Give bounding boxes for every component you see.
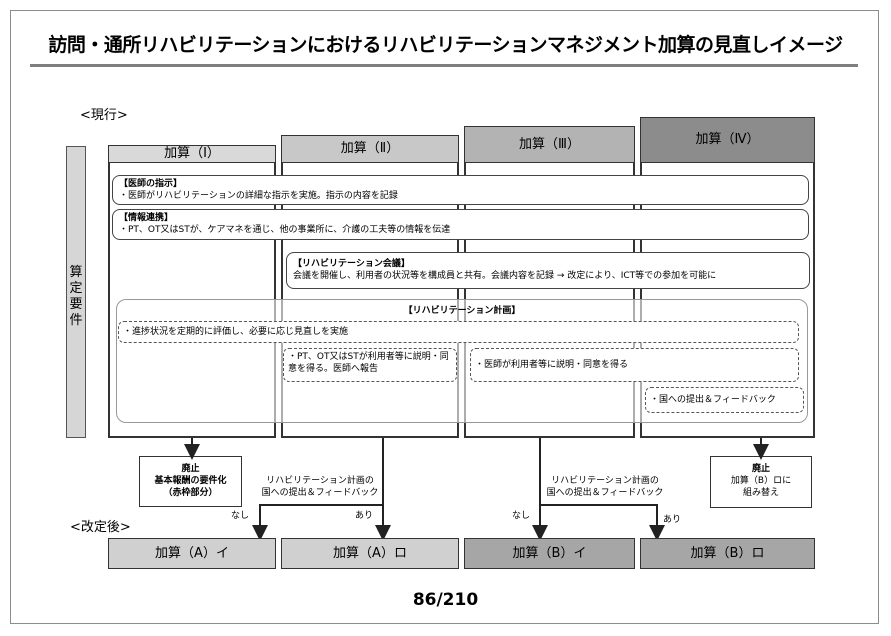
rehab-meeting-text: 会議を開催し、利用者の状況等を構成員と共有。会議内容を記録 → 改定により、IC… [293, 271, 717, 281]
arrow-to-a-i [252, 504, 383, 541]
slide-frame [10, 10, 879, 624]
plan-review-box: ・進捗状況を定期的に評価し、必要に応じ見直しを実施 [118, 321, 799, 343]
doctor-instruction-text: ・医師がリハビリテーションの詳細な指示を実施。指示の内容を記録 [119, 191, 398, 201]
doctor-instruction-title: 【医師の指示】 [119, 179, 183, 189]
after-box-a-i-label: 加算（A）イ [155, 546, 229, 561]
branch-label-no-2: なし [512, 511, 531, 521]
column-header-2: 加算（Ⅱ） [281, 135, 459, 163]
abolish-left-box: 廃止 基本報酬の要件化 （赤枠部分） [139, 456, 242, 507]
abolish-right-box: 廃止 加算（B）ロに 組み替え [710, 456, 812, 508]
branch-label-no-1: なし [231, 511, 250, 521]
branch-note-2-line2: 国への提出＆フィードバック [546, 488, 664, 498]
rehab-meeting-title: 【リハビリテーション会議】 [293, 259, 410, 269]
abolish-left-title: 廃止 [181, 464, 200, 474]
side-label-calc-requirements: 算定要件 [66, 146, 86, 438]
info-sharing-title: 【情報連携】 [119, 213, 174, 223]
branch-note-1: リハビリテーション計画の 国への提出＆フィードバック [255, 475, 385, 499]
column-header-3: 加算（Ⅲ） [464, 126, 635, 163]
branch-label-yes-1: あり [355, 511, 374, 521]
after-box-a-ro: 加算（A）ロ [281, 538, 459, 569]
after-box-b-ro: 加算（B）ロ [640, 538, 815, 569]
branch-note-2-line1: リハビリテーション計画の [551, 476, 659, 486]
after-label: <改定後> [70, 520, 131, 535]
plan-doctor-explain-box: ・医師が利用者等に説明・同意を得る [470, 348, 799, 382]
after-box-b-i-label: 加算（B）イ [512, 546, 587, 561]
branch-note-1-line2: 国への提出＆フィードバック [261, 488, 379, 498]
slide-title: 訪問・通所リハビリテーションにおけるリハビリテーションマネジメント加算の見直しイ… [48, 34, 843, 56]
after-box-a-ro-label: 加算（A）ロ [333, 546, 407, 561]
abolish-left-line1: 基本報酬の要件化 [154, 476, 227, 486]
title-underline [30, 64, 858, 67]
abolish-right-line2: 組み替え [742, 488, 779, 498]
column-header-1: 加算（Ⅰ） [108, 145, 276, 163]
info-sharing-text: ・PT、OT又はSTが、ケアマネを通じ、他の事業所に、介護の工夫等の情報を伝達 [119, 225, 451, 235]
column-header-1-label: 加算（Ⅰ） [164, 146, 220, 161]
branch-note-2: リハビリテーション計画の 国への提出＆フィードバック [540, 475, 670, 499]
arrow-to-b-ro [540, 504, 665, 541]
info-sharing-box: 【情報連携】 ・PT、OT又はSTが、ケアマネを通じ、他の事業所に、介護の工夫等… [112, 209, 809, 240]
plan-feedback-text: ・国への提出＆フィードバック [650, 395, 776, 405]
column-header-4: 加算（Ⅳ） [640, 117, 815, 163]
plan-pt-explain-box: ・PT、OT又はSTが利用者等に説明・同意を得る。医師へ報告 [283, 348, 457, 382]
plan-review-text: ・進捗状況を定期的に評価し、必要に応じ見直しを実施 [123, 327, 349, 337]
current-label: <現行> [80, 108, 128, 123]
plan-doctor-explain-text: ・医師が利用者等に説明・同意を得る [475, 360, 629, 370]
column-header-2-label: 加算（Ⅱ） [340, 141, 400, 156]
doctor-instruction-box: 【医師の指示】 ・医師がリハビリテーションの詳細な指示を実施。指示の内容を記録 [112, 175, 809, 205]
rehab-plan-title: 【リハビリテーション計画】 [403, 306, 521, 316]
branch-label-yes-2: あり [663, 515, 682, 525]
rehab-meeting-box: 【リハビリテーション会議】 会議を開催し、利用者の状況等を構成員と共有。会議内容… [286, 252, 810, 289]
abolish-left-line2: （赤枠部分） [163, 488, 218, 498]
branch-note-1-line1: リハビリテーション計画の [266, 476, 374, 486]
plan-pt-explain-text: ・PT、OT又はSTが利用者等に説明・同意を得る。医師へ報告 [288, 352, 449, 374]
abolish-right-line1: 加算（B）ロに [730, 476, 792, 486]
after-box-b-ro-label: 加算（B）ロ [690, 546, 765, 561]
abolish-right-title: 廃止 [751, 464, 770, 474]
after-box-b-i: 加算（B）イ [464, 538, 635, 569]
plan-feedback-box: ・国への提出＆フィードバック [645, 387, 804, 413]
after-box-a-i: 加算（A）イ [108, 538, 276, 569]
column-header-4-label: 加算（Ⅳ） [695, 132, 760, 147]
column-header-3-label: 加算（Ⅲ） [519, 137, 580, 152]
page-number: 86/210 [412, 590, 479, 610]
